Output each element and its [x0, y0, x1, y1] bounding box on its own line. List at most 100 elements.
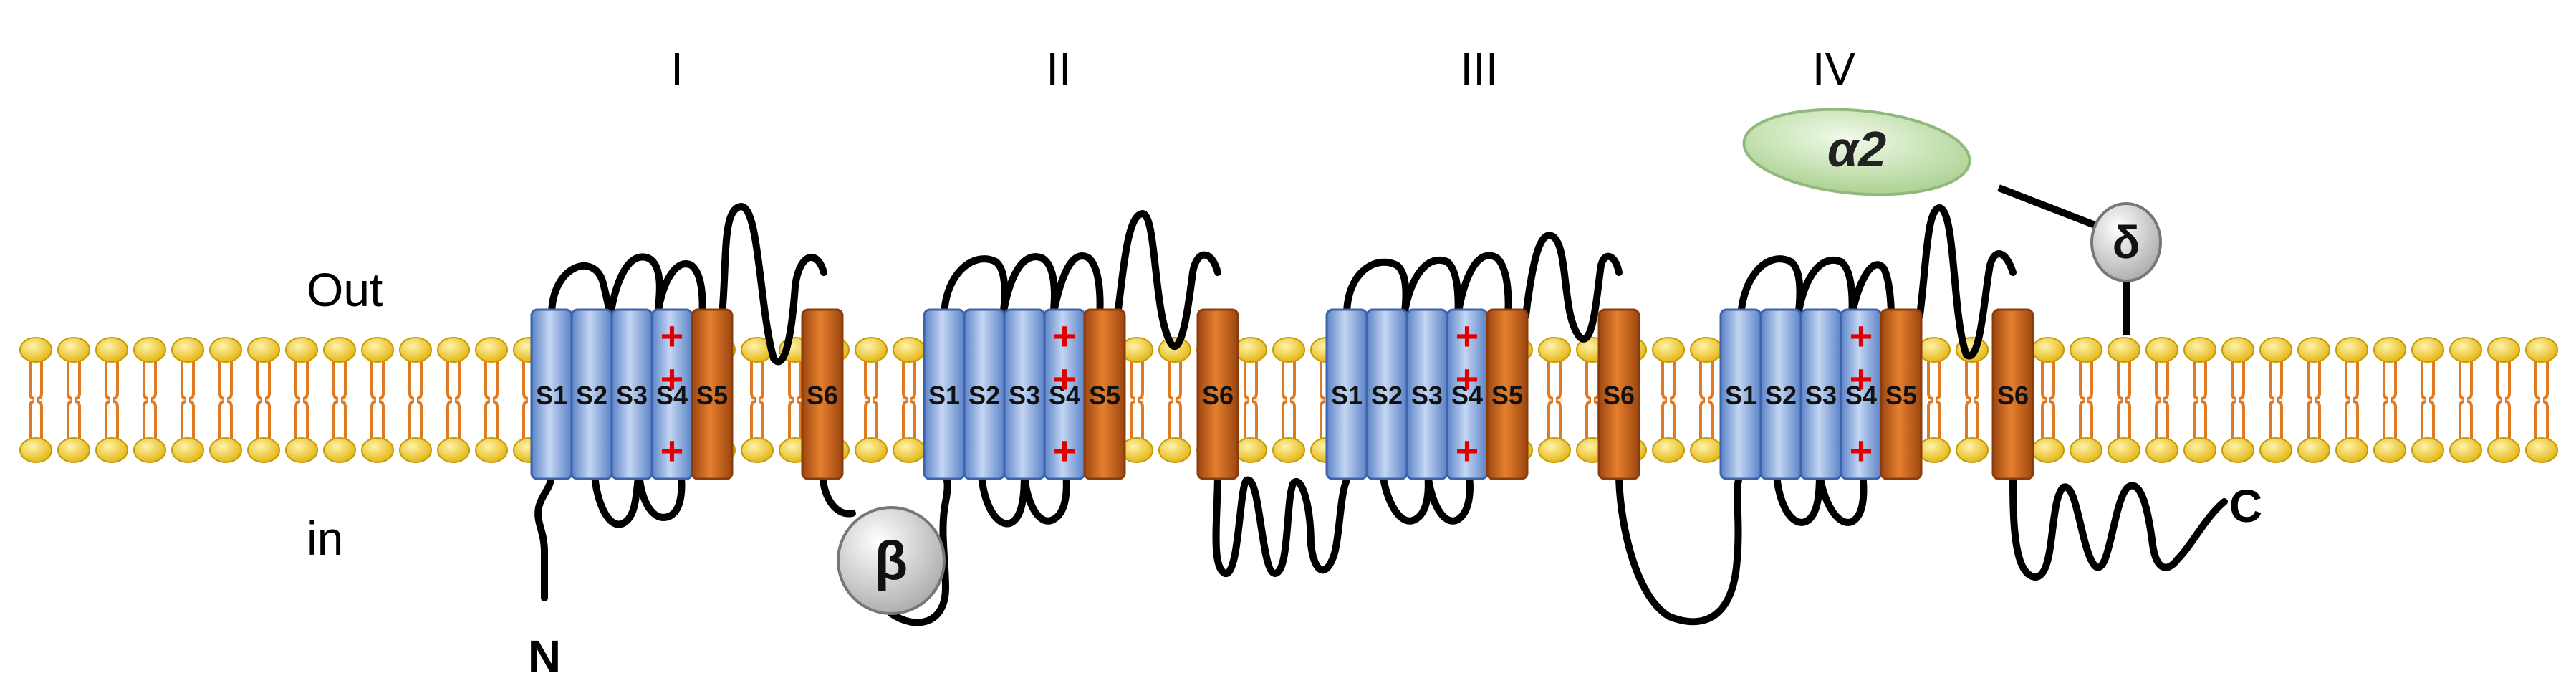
segment-s1-label: S1: [1331, 381, 1363, 410]
polypeptide-loop: [534, 471, 555, 601]
domain-label-iii: III: [1460, 43, 1498, 95]
polypeptide-loop: [635, 470, 686, 521]
delta-subunit: [2090, 202, 2162, 282]
domain-label-ii: II: [1046, 43, 1072, 95]
segment-s1-label: S1: [536, 381, 567, 410]
polypeptide-loop: [1343, 258, 1410, 319]
beta-label: β: [875, 530, 908, 591]
polypeptide-loop: [1212, 470, 1350, 577]
lipid-molecule: [1158, 337, 1191, 463]
positive-charge-symbol: +: [1456, 428, 1479, 473]
lipid-molecule: [95, 337, 128, 463]
lipid-molecule: [361, 337, 394, 463]
polypeptide-loop: [1816, 470, 1868, 526]
polypeptide-loop: [2009, 470, 2228, 581]
polypeptide-loop: [1916, 204, 2017, 360]
polypeptide-loop: [1615, 470, 1744, 626]
positive-charge-symbol: +: [660, 356, 684, 401]
beta-subunit: β: [837, 506, 946, 615]
extracellular-label: Out: [307, 263, 383, 316]
domain-label-i: I: [671, 43, 683, 95]
segment-s1-label: S1: [928, 381, 960, 410]
polypeptide-loop: [941, 255, 1009, 319]
segment-s6-label: S6: [807, 381, 838, 410]
polypeptide-loop: [1848, 261, 1895, 319]
lipid-molecule: [2108, 337, 2140, 463]
alpha2-delta-subunit: α2 δ: [1742, 108, 2162, 335]
segment-s4-label: S4: [1451, 381, 1483, 410]
lipid-molecule: [2449, 337, 2482, 463]
lipid-molecule: [2487, 337, 2520, 463]
segment-s5-label: S5: [696, 381, 728, 410]
segment-s1-label: S1: [1725, 381, 1756, 410]
polypeptide-loop: [654, 260, 706, 319]
c-terminus-label: C: [2229, 480, 2262, 532]
lipid-molecule: [2032, 337, 2065, 463]
polypeptide-loop: [719, 203, 827, 366]
segment-s3-label: S3: [616, 381, 648, 410]
lipid-molecule: [2259, 337, 2292, 463]
segment-s5: [1083, 308, 1126, 480]
segment-s5-label: S5: [1491, 381, 1523, 410]
positive-charge-symbol: +: [1456, 356, 1479, 401]
lipid-molecule: [2525, 337, 2558, 463]
positive-charge-symbol: +: [1053, 356, 1077, 401]
segment-s2-label: S2: [1765, 381, 1797, 410]
polypeptide-loop: [1794, 256, 1856, 319]
lipid-molecule: [171, 337, 204, 463]
polypeptide-loop: [591, 470, 643, 528]
segment-s6: [1597, 308, 1640, 480]
segment-s4-label: S4: [1845, 381, 1877, 410]
segment-s6-label: S6: [1997, 381, 2029, 410]
lipid-molecule: [1538, 337, 1571, 463]
positive-charge-symbol: +: [1850, 313, 1873, 358]
polypeptide-loop: [1454, 252, 1512, 319]
intracellular-label: in: [307, 512, 343, 565]
segment-s2-label: S2: [969, 381, 1000, 410]
segment-s4-label: S4: [656, 381, 688, 410]
lipid-molecule: [57, 337, 90, 463]
lipid-molecule: [247, 337, 280, 463]
positive-charge-symbol: +: [1456, 313, 1479, 358]
polypeptide-loop: [978, 470, 1028, 528]
segment-s4-label: S4: [1049, 381, 1080, 410]
segment-s5: [1486, 308, 1529, 480]
positive-charge-symbol: +: [1053, 313, 1077, 358]
polypeptide-loop: [1114, 210, 1221, 350]
lipid-molecule: [855, 337, 888, 463]
lipid-molecule: [741, 337, 774, 463]
lipid-molecule: [2070, 337, 2102, 463]
n-terminus-label: N: [528, 631, 561, 682]
delta-label: δ: [2113, 216, 2140, 268]
positive-charge-symbol: +: [660, 313, 684, 358]
segment-s5: [691, 308, 734, 480]
polypeptide-loop: [607, 253, 663, 319]
polypeptide-loop: [1522, 232, 1623, 343]
segment-s5: [1880, 308, 1923, 480]
positive-charge-symbol: +: [1850, 356, 1873, 401]
polypeptide-loop: [1379, 470, 1432, 525]
segment-s6: [801, 308, 844, 480]
alpha2-label: α2: [1827, 121, 1886, 177]
lipid-molecule: [209, 337, 242, 463]
alpha2-subunit: [1742, 108, 1971, 196]
beta-subunit-sphere: [837, 506, 946, 615]
polypeptide-loop: [819, 470, 856, 518]
segment-s5-label: S5: [1089, 381, 1120, 410]
segment-s6-label: S6: [1202, 381, 1234, 410]
lipid-molecule: [1918, 337, 1951, 463]
polypeptide-loop: [1021, 470, 1070, 525]
segment-s6: [1196, 308, 1239, 480]
segment-s3-label: S3: [1411, 381, 1443, 410]
lipid-molecule: [475, 337, 508, 463]
polypeptide-loop: [548, 262, 614, 319]
lipid-bilayer: [19, 337, 2558, 463]
lipid-molecule: [285, 337, 318, 463]
lipid-molecule: [2335, 337, 2368, 463]
lipid-molecule: [437, 337, 470, 463]
lipid-molecule: [2145, 337, 2178, 463]
